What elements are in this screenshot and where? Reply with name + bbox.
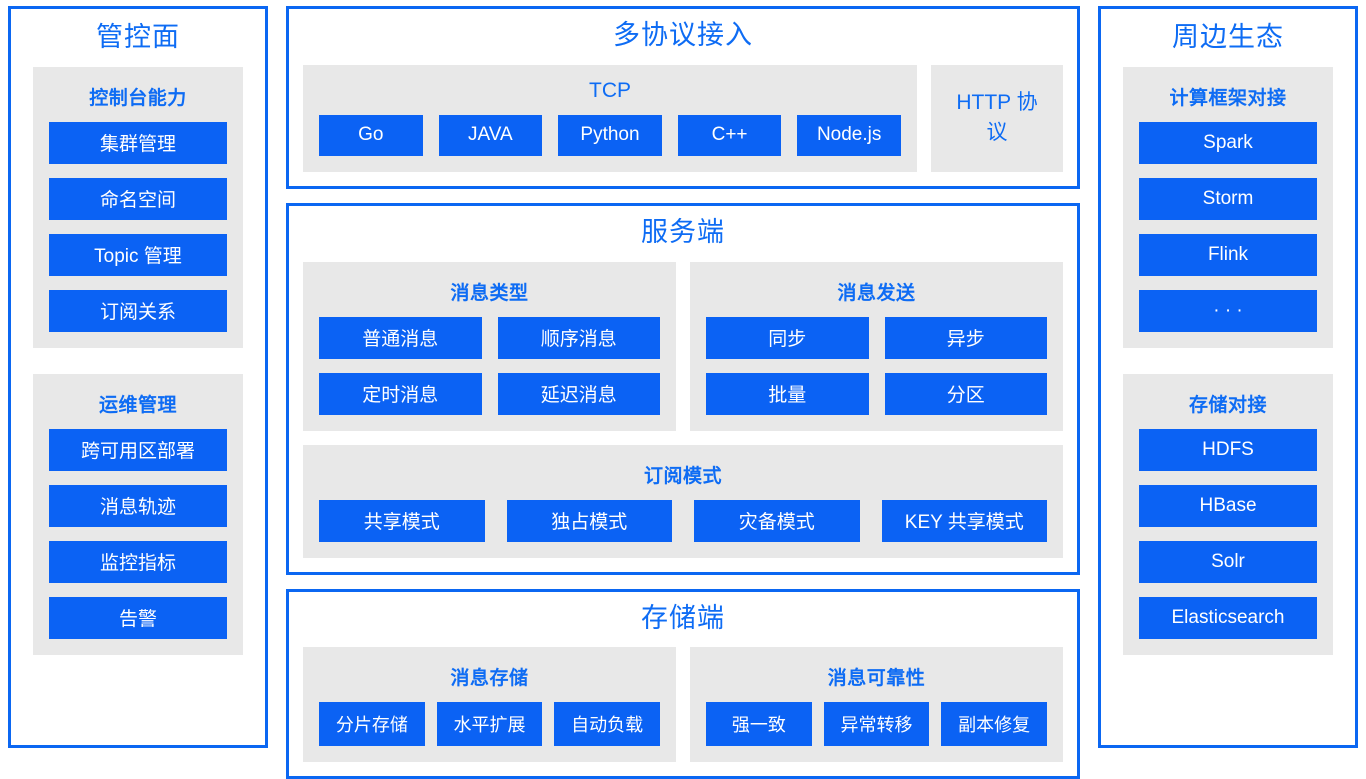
server-panels-row: 消息类型 普通消息 顺序消息 定时消息 延迟消息 消息发送 同步 异步 批量 分… bbox=[303, 262, 1063, 431]
panel-compute-framework-integration: 计算框架对接 Spark Storm Flink · · · bbox=[1123, 67, 1333, 348]
chip-ordered-message[interactable]: 顺序消息 bbox=[498, 317, 661, 359]
section-title-server: 服务端 bbox=[303, 208, 1063, 262]
panel-message-reliability: 消息可靠性 强一致 异常转移 副本修复 bbox=[690, 647, 1063, 762]
chip-stack-console-capability: 集群管理 命名空间 Topic 管理 订阅关系 bbox=[49, 122, 227, 332]
chip-shared-mode[interactable]: 共享模式 bbox=[319, 500, 485, 542]
panel-subscribe-mode: 订阅模式 共享模式 独占模式 灾备模式 KEY 共享模式 bbox=[303, 445, 1063, 558]
grid-message-send: 同步 异步 批量 分区 bbox=[706, 317, 1047, 415]
chip-java[interactable]: JAVA bbox=[439, 115, 543, 156]
chip-go[interactable]: Go bbox=[319, 115, 423, 156]
grid-message-type: 普通消息 顺序消息 定时消息 延迟消息 bbox=[319, 317, 660, 415]
chip-stack-compute-frameworks: Spark Storm Flink · · · bbox=[1139, 122, 1317, 332]
panel-title-message-storage: 消息存储 bbox=[319, 659, 660, 702]
panel-title-message-type: 消息类型 bbox=[319, 274, 660, 317]
chip-elasticsearch[interactable]: Elasticsearch bbox=[1139, 597, 1317, 639]
chip-monitoring-metrics[interactable]: 监控指标 bbox=[49, 541, 227, 583]
subscribe-mode-row: 共享模式 独占模式 灾备模式 KEY 共享模式 bbox=[319, 500, 1047, 542]
chip-message-trace[interactable]: 消息轨迹 bbox=[49, 485, 227, 527]
language-chip-row: Go JAVA Python C++ Node.js bbox=[319, 115, 901, 156]
message-storage-row: 分片存储 水平扩展 自动负载 bbox=[319, 702, 660, 746]
chip-hdfs[interactable]: HDFS bbox=[1139, 429, 1317, 471]
chip-scheduled-message[interactable]: 定时消息 bbox=[319, 373, 482, 415]
panel-title-message-send: 消息发送 bbox=[706, 274, 1047, 317]
chip-more-ellipsis[interactable]: · · · bbox=[1139, 290, 1317, 332]
chip-horizontal-scaling[interactable]: 水平扩展 bbox=[437, 702, 543, 746]
section-multi-protocol-access: 多协议接入 TCP Go JAVA Python C++ Node.js HTT… bbox=[286, 6, 1080, 189]
panel-storage-integration: 存储对接 HDFS HBase Solr Elasticsearch bbox=[1123, 374, 1333, 655]
chip-exclusive-mode[interactable]: 独占模式 bbox=[507, 500, 673, 542]
panel-message-send: 消息发送 同步 异步 批量 分区 bbox=[690, 262, 1063, 431]
panel-title-tcp: TCP bbox=[319, 77, 901, 115]
section-storage: 存储端 消息存储 分片存储 水平扩展 自动负载 消息可靠性 强一致 异常转移 副… bbox=[286, 589, 1080, 779]
protocol-row: TCP Go JAVA Python C++ Node.js HTTP 协议 bbox=[303, 65, 1063, 172]
chip-stack-storage-integration: HDFS HBase Solr Elasticsearch bbox=[1139, 429, 1317, 639]
chip-failover-transfer[interactable]: 异常转移 bbox=[824, 702, 930, 746]
panel-title-storage-integration: 存储对接 bbox=[1139, 386, 1317, 429]
chip-sharded-storage[interactable]: 分片存储 bbox=[319, 702, 425, 746]
column-title-ecosystem: 周边生态 bbox=[1123, 13, 1333, 67]
panel-title-message-reliability: 消息可靠性 bbox=[706, 659, 1047, 702]
chip-python[interactable]: Python bbox=[558, 115, 662, 156]
chip-stack-ops-management: 跨可用区部署 消息轨迹 监控指标 告警 bbox=[49, 429, 227, 639]
chip-strong-consistency[interactable]: 强一致 bbox=[706, 702, 812, 746]
chip-partition-send[interactable]: 分区 bbox=[885, 373, 1048, 415]
column-title-control-plane: 管控面 bbox=[33, 13, 243, 67]
storage-panels-row: 消息存储 分片存储 水平扩展 自动负载 消息可靠性 强一致 异常转移 副本修复 bbox=[303, 647, 1063, 762]
chip-topic-management[interactable]: Topic 管理 bbox=[49, 234, 227, 276]
chip-delayed-message[interactable]: 延迟消息 bbox=[498, 373, 661, 415]
panel-title-subscribe-mode: 订阅模式 bbox=[319, 457, 1047, 500]
chip-subscription-relation[interactable]: 订阅关系 bbox=[49, 290, 227, 332]
chip-batch-send[interactable]: 批量 bbox=[706, 373, 869, 415]
chip-failover-mode[interactable]: 灾备模式 bbox=[694, 500, 860, 542]
column-center: 多协议接入 TCP Go JAVA Python C++ Node.js HTT… bbox=[286, 6, 1080, 748]
chip-normal-message[interactable]: 普通消息 bbox=[319, 317, 482, 359]
panel-ops-management: 运维管理 跨可用区部署 消息轨迹 监控指标 告警 bbox=[33, 374, 243, 655]
chip-storm[interactable]: Storm bbox=[1139, 178, 1317, 220]
section-title-multi-protocol-access: 多协议接入 bbox=[303, 11, 1063, 65]
chip-multi-az-deployment[interactable]: 跨可用区部署 bbox=[49, 429, 227, 471]
panel-console-capability: 控制台能力 集群管理 命名空间 Topic 管理 订阅关系 bbox=[33, 67, 243, 348]
chip-namespace[interactable]: 命名空间 bbox=[49, 178, 227, 220]
message-reliability-row: 强一致 异常转移 副本修复 bbox=[706, 702, 1047, 746]
chip-solr[interactable]: Solr bbox=[1139, 541, 1317, 583]
panel-title-compute-framework-integration: 计算框架对接 bbox=[1139, 79, 1317, 122]
chip-key-shared-mode[interactable]: KEY 共享模式 bbox=[882, 500, 1048, 542]
chip-alarm[interactable]: 告警 bbox=[49, 597, 227, 639]
panel-message-type: 消息类型 普通消息 顺序消息 定时消息 延迟消息 bbox=[303, 262, 676, 431]
chip-sync-send[interactable]: 同步 bbox=[706, 317, 869, 359]
panel-tcp: TCP Go JAVA Python C++ Node.js bbox=[303, 65, 917, 172]
panel-title-console-capability: 控制台能力 bbox=[49, 79, 227, 122]
spacer-right-column bbox=[1123, 348, 1333, 374]
chip-nodejs[interactable]: Node.js bbox=[797, 115, 901, 156]
chip-spark[interactable]: Spark bbox=[1139, 122, 1317, 164]
chip-flink[interactable]: Flink bbox=[1139, 234, 1317, 276]
chip-auto-load-balance[interactable]: 自动负载 bbox=[554, 702, 660, 746]
label-http-protocol: HTTP 协议 bbox=[947, 86, 1047, 146]
chip-async-send[interactable]: 异步 bbox=[885, 317, 1048, 359]
column-ecosystem: 周边生态 计算框架对接 Spark Storm Flink · · · 存储对接… bbox=[1098, 6, 1358, 748]
chip-cpp[interactable]: C++ bbox=[678, 115, 782, 156]
panel-title-ops-management: 运维管理 bbox=[49, 386, 227, 429]
section-server: 服务端 消息类型 普通消息 顺序消息 定时消息 延迟消息 消息发送 同步 异步 bbox=[286, 203, 1080, 575]
panel-http-protocol: HTTP 协议 bbox=[931, 65, 1063, 172]
chip-replica-repair[interactable]: 副本修复 bbox=[941, 702, 1047, 746]
spacer-left-column bbox=[33, 348, 243, 374]
panel-message-storage: 消息存储 分片存储 水平扩展 自动负载 bbox=[303, 647, 676, 762]
chip-hbase[interactable]: HBase bbox=[1139, 485, 1317, 527]
section-title-storage: 存储端 bbox=[303, 594, 1063, 648]
column-control-plane: 管控面 控制台能力 集群管理 命名空间 Topic 管理 订阅关系 运维管理 跨… bbox=[8, 6, 268, 748]
chip-cluster-management[interactable]: 集群管理 bbox=[49, 122, 227, 164]
architecture-diagram: 管控面 控制台能力 集群管理 命名空间 Topic 管理 订阅关系 运维管理 跨… bbox=[0, 0, 1366, 756]
